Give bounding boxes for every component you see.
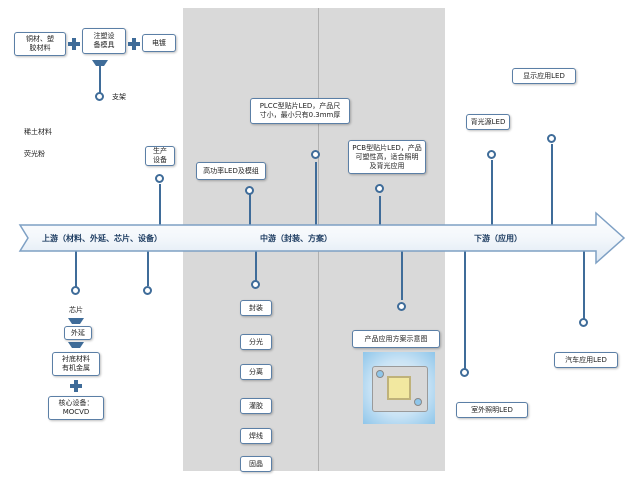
epitaxy-box: 外延 — [64, 326, 92, 340]
automotive-node — [579, 318, 588, 327]
display-led-box: 显示应用LED — [512, 68, 576, 84]
plcc-node — [311, 150, 320, 159]
rare-earth-label: 稀土材料 — [24, 128, 52, 136]
automotive-led-box: 汽车应用LED — [554, 352, 618, 368]
production-equipment-box: 生产 设备 — [145, 146, 175, 166]
led-module-photo — [363, 352, 435, 424]
process-step: 分光 — [240, 334, 272, 350]
wire-box: 电镀 — [142, 34, 176, 52]
plus-icon — [128, 38, 140, 50]
upstream-stage-label: 上游（材料、外延、芯片、设备） — [42, 234, 162, 243]
led-chip — [387, 376, 411, 400]
process-step: 固晶 — [240, 456, 272, 472]
value-chain-arrow — [18, 211, 626, 265]
outdoor-lighting-box: 室外照明LED — [456, 402, 528, 418]
process-step: 灌胶 — [240, 398, 272, 414]
process-node — [251, 280, 260, 289]
chip-label: 芯片 — [69, 306, 83, 314]
midstream-stage-label: 中游（封装、方案） — [260, 234, 332, 243]
chip-node — [71, 286, 80, 295]
high-power-led-box: 高功率LED及模组 — [196, 162, 266, 180]
bracket-node — [95, 92, 104, 101]
process-step: 封装 — [240, 300, 272, 316]
plcc-box: PLCC型贴片LED，产品尺 寸小，最小只有0.3mm厚 — [250, 98, 350, 124]
application-diagram-box: 产品应用方案示意图 — [352, 330, 440, 348]
process-step: 焊线 — [240, 428, 272, 444]
bracket-funnel — [92, 60, 108, 66]
downstream-stage-label: 下游（应用） — [474, 234, 522, 243]
pcb-node — [375, 184, 384, 193]
pcb-box: PCB型贴片LED，产品 可塑性高，适合照明 及背光应用 — [348, 140, 426, 174]
production-equipment-node — [155, 174, 164, 183]
plus-icon — [70, 380, 82, 392]
equipment-bottom-node — [143, 286, 152, 295]
core-equipment-box: 核心设备： MOCVD — [48, 396, 104, 420]
substrate-box: 衬底材料 有机金属 — [52, 352, 100, 376]
bracket-label: 支架 — [112, 93, 126, 101]
outdoor-node — [460, 368, 469, 377]
process-step: 分离 — [240, 364, 272, 380]
chip-funnel — [68, 318, 84, 324]
injection-equipment-box: 注塑设 备模具 — [82, 28, 126, 54]
application-node — [397, 302, 406, 311]
epitaxy-funnel — [68, 342, 84, 348]
high-power-node — [245, 186, 254, 195]
backlight-led-box: 背光源LED — [466, 114, 510, 130]
plus-icon — [68, 38, 80, 50]
mount-hole — [376, 370, 384, 378]
backlight-node — [487, 150, 496, 159]
display-node — [547, 134, 556, 143]
materials-box: 铜材、塑 胶材料 — [14, 32, 66, 56]
mount-hole — [414, 398, 422, 406]
phosphor-label: 荧光粉 — [24, 150, 45, 158]
